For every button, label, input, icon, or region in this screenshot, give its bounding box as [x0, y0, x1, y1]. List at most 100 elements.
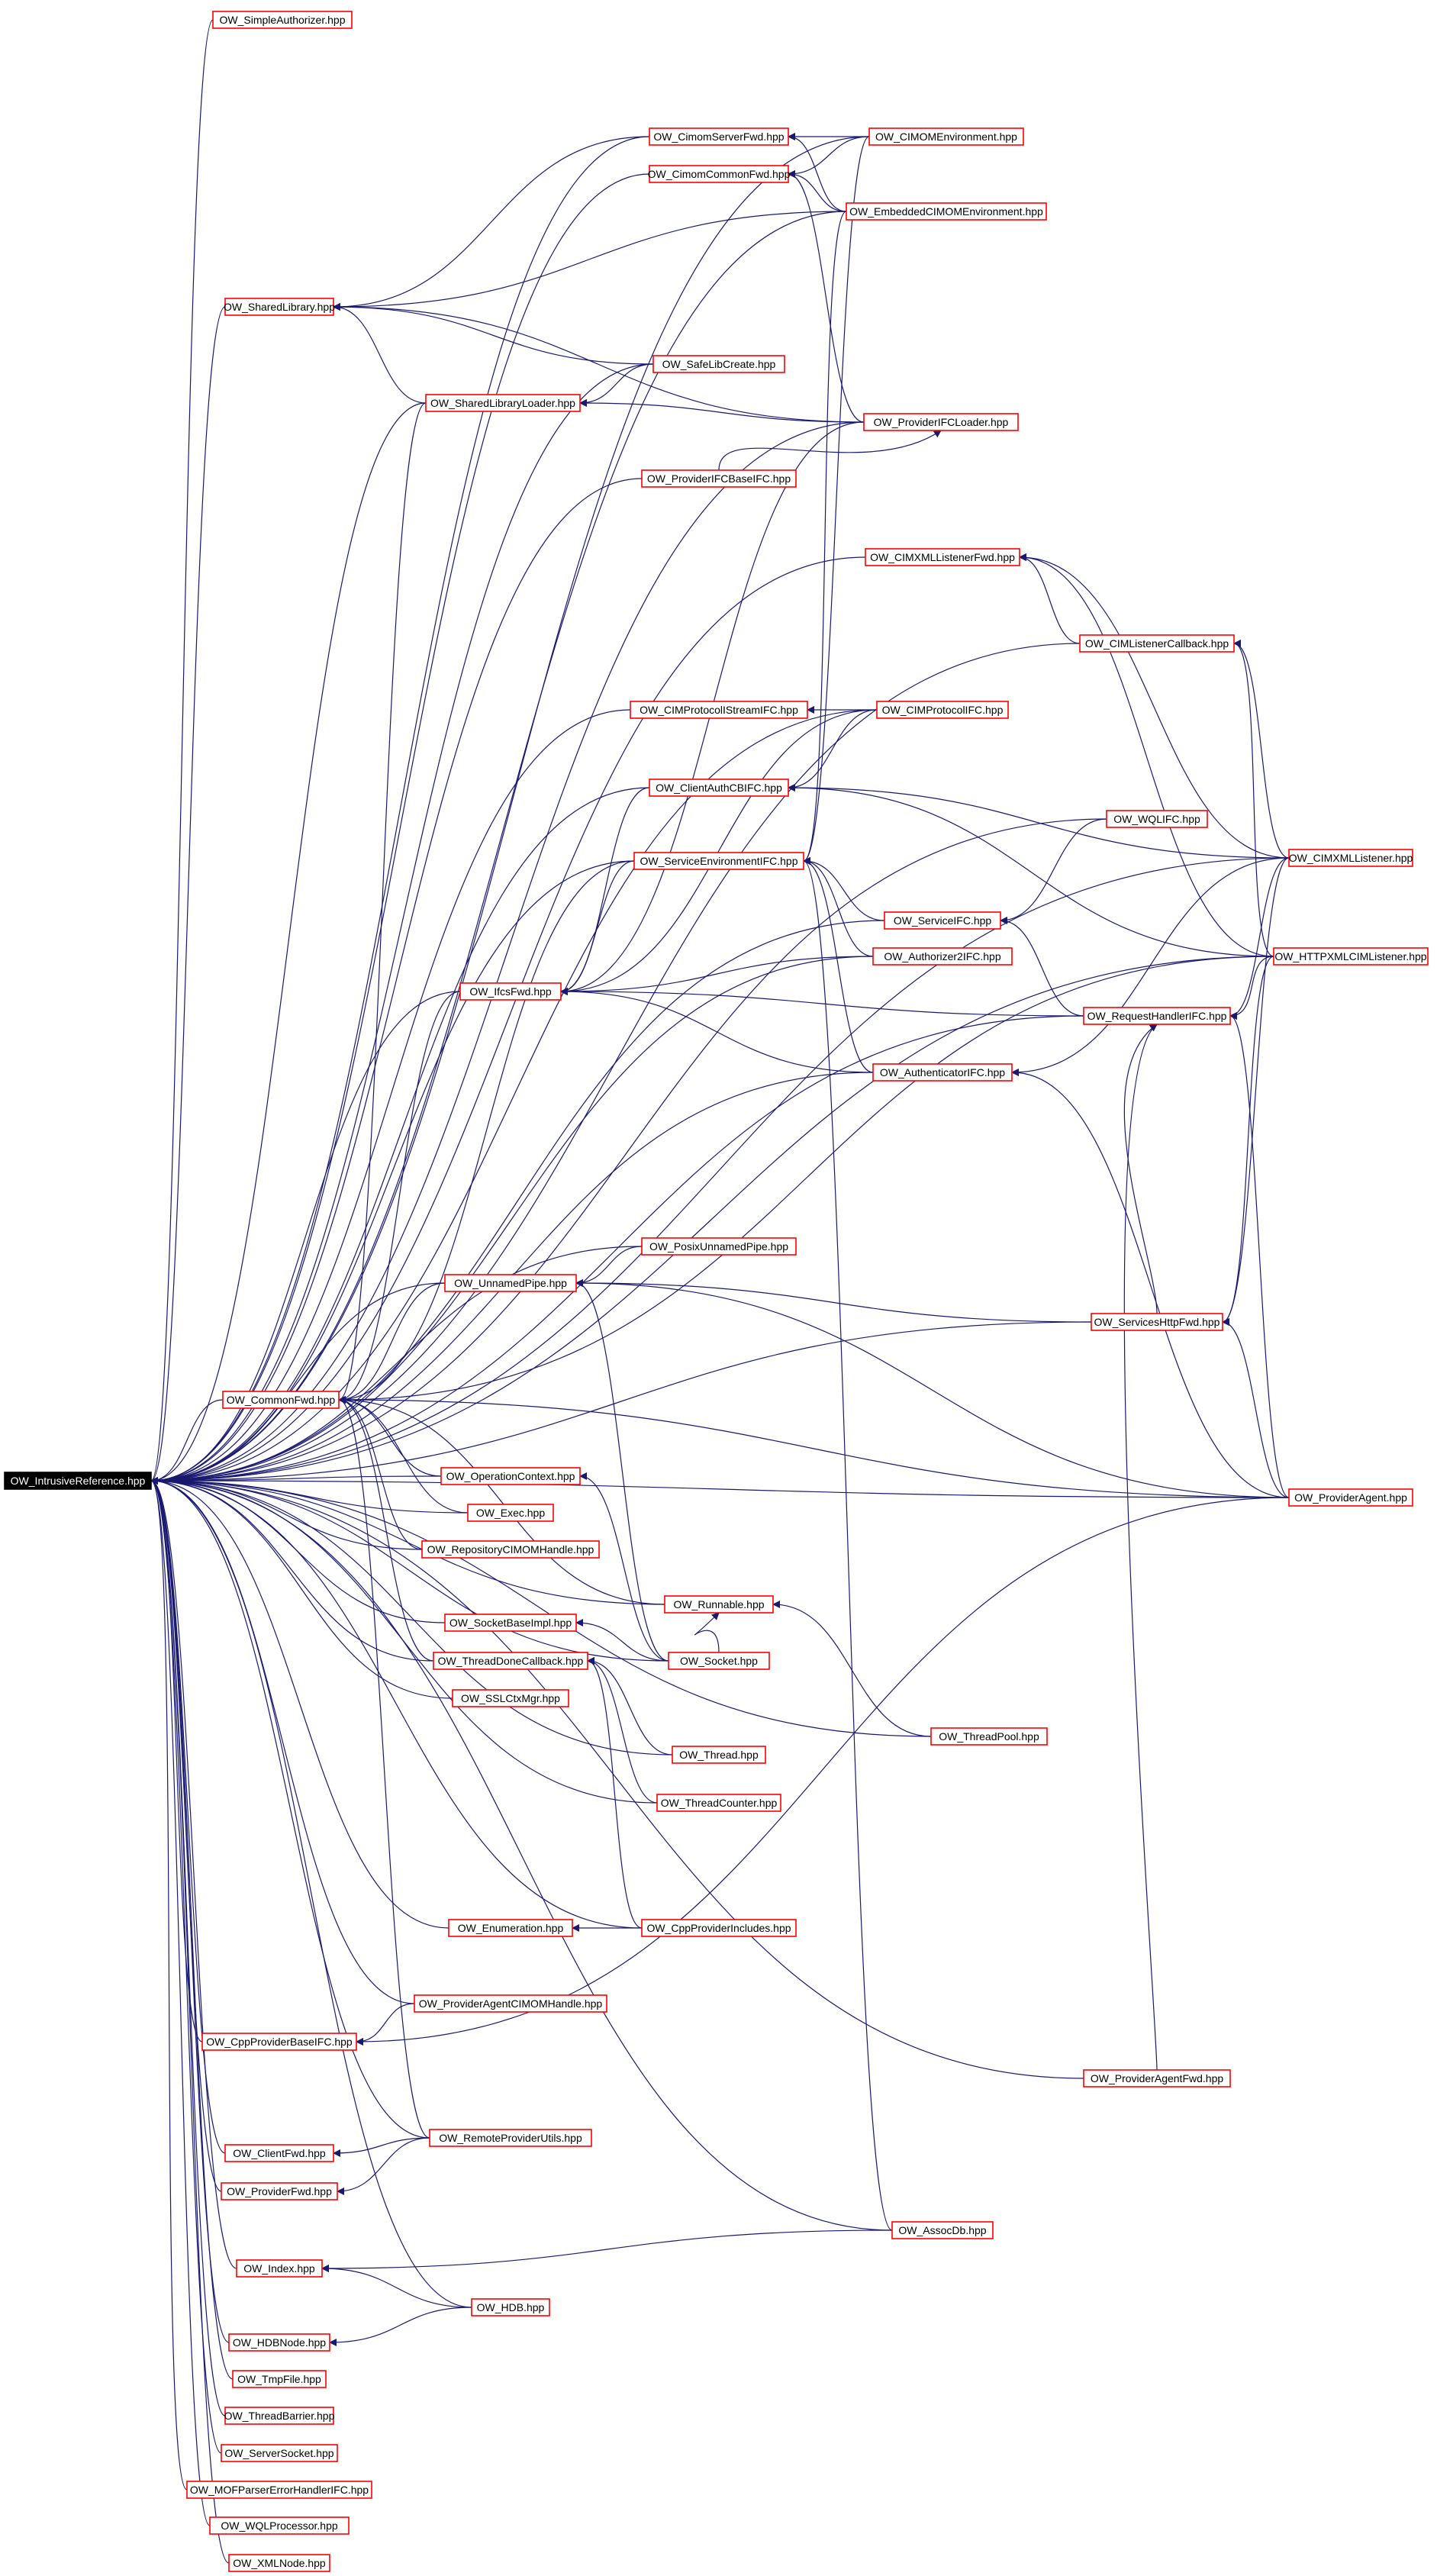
node-clientfwd[interactable]: OW_ClientFwd.hpp [224, 2144, 334, 2162]
node-box[interactable] [414, 1994, 607, 2013]
node-box[interactable] [221, 2444, 338, 2462]
node-box[interactable] [872, 947, 1013, 966]
node-box[interactable] [1288, 849, 1413, 867]
node-provifcloader[interactable]: OW_ProviderIFCLoader.hpp [863, 413, 1019, 431]
node-label[interactable]: OW_XMLNode.hpp [233, 2557, 326, 2569]
node-box[interactable] [1079, 634, 1235, 653]
node-box[interactable] [440, 1467, 581, 1485]
node-label[interactable]: OW_UnnamedPipe.hpp [454, 1277, 567, 1289]
node-opctx[interactable]: OW_OperationContext.hpp [440, 1467, 581, 1485]
node-box[interactable] [656, 1794, 781, 1812]
node-safelib[interactable]: OW_SafeLibCreate.hpp [652, 355, 785, 373]
node-cimlistenercb[interactable]: OW_CIMListenerCallback.hpp [1079, 634, 1235, 653]
node-box[interactable] [221, 2182, 338, 2200]
node-label[interactable]: OW_SocketBaseImpl.hpp [449, 1617, 572, 1629]
node-box[interactable] [209, 2516, 350, 2535]
node-sslctx[interactable]: OW_SSLCtxMgr.hpp [452, 1689, 569, 1707]
node-box[interactable] [652, 355, 785, 373]
node-box[interactable] [865, 548, 1020, 566]
node-mofparser[interactable]: OW_MOFParserErrorHandlerIFC.hpp [186, 2481, 372, 2499]
node-threadbarrier[interactable]: OW_ThreadBarrier.hpp [224, 2407, 335, 2425]
node-label[interactable]: OW_ProviderIFCBaseIFC.hpp [647, 472, 791, 485]
node-box[interactable] [930, 1727, 1048, 1746]
node-label[interactable]: OW_Index.hpp [243, 2262, 315, 2275]
root-node[interactable]: OW_IntrusiveReference.hpp [4, 1472, 152, 1490]
node-box[interactable] [630, 701, 808, 719]
node-provagentcimom[interactable]: OW_ProviderAgentCIMOMHandle.hpp [414, 1994, 607, 2013]
node-label[interactable]: OW_ThreadCounter.hpp [661, 1797, 778, 1809]
node-label[interactable]: OW_SharedLibrary.hpp [224, 301, 335, 313]
node-provagent[interactable]: OW_ProviderAgent.hpp [1288, 1488, 1413, 1507]
node-xmlnode[interactable]: OW_XMLNode.hpp [228, 2554, 330, 2572]
node-box[interactable] [1083, 2069, 1231, 2088]
node-box[interactable] [222, 1391, 340, 1409]
node-label[interactable]: OW_AssocDb.hpp [898, 2224, 986, 2236]
node-label[interactable]: OW_ProviderAgentCIMOMHandle.hpp [419, 1997, 603, 2010]
node-box[interactable] [1091, 1313, 1223, 1331]
node-label[interactable]: OW_CIMProtocolIFC.hpp [882, 704, 1004, 716]
node-label[interactable]: OW_ServiceIFC.hpp [894, 914, 992, 927]
node-box[interactable] [641, 469, 797, 488]
node-threaddone[interactable]: OW_ThreadDoneCallback.hpp [433, 1652, 588, 1670]
node-label[interactable]: OW_Socket.hpp [680, 1655, 758, 1667]
node-label[interactable]: OW_Authorizer2IFC.hpp [884, 950, 1000, 962]
node-reqhandler[interactable]: OW_RequestHandlerIFC.hpp [1083, 1007, 1231, 1025]
node-label[interactable]: OW_ServicesHttpFwd.hpp [1094, 1316, 1220, 1328]
node-label[interactable]: OW_MOFParserErrorHandlerIFC.hpp [190, 2484, 369, 2496]
node-label[interactable]: OW_Thread.hpp [679, 1749, 759, 1761]
node-label[interactable]: OW_WQLIFC.hpp [1113, 813, 1200, 825]
node-serviceenv[interactable]: OW_ServiceEnvironmentIFC.hpp [633, 852, 804, 870]
node-label[interactable]: OW_SharedLibraryLoader.hpp [430, 397, 575, 409]
node-box[interactable] [228, 2554, 330, 2572]
node-box[interactable] [224, 2144, 334, 2162]
node-remoteprovutils[interactable]: OW_RemoteProviderUtils.hpp [429, 2129, 592, 2147]
node-label[interactable]: OW_HDBNode.hpp [233, 2336, 326, 2349]
node-cimomcommonfwd[interactable]: OW_CimomCommonFwd.hpp [648, 165, 791, 183]
node-label[interactable]: OW_HTTPXMLCIMListener.hpp [1274, 950, 1426, 962]
node-box[interactable] [425, 394, 581, 412]
node-label[interactable]: OW_RepositoryCIMOMHandle.hpp [427, 1543, 594, 1556]
node-box[interactable] [459, 982, 562, 1001]
node-hdbnode[interactable]: OW_HDBNode.hpp [228, 2333, 330, 2352]
node-label[interactable]: OW_AuthenticatorIFC.hpp [880, 1066, 1005, 1078]
node-label[interactable]: OW_RequestHandlerIFC.hpp [1087, 1010, 1227, 1022]
node-provagentfwd[interactable]: OW_ProviderAgentFwd.hpp [1083, 2069, 1231, 2088]
node-label[interactable]: OW_Enumeration.hpp [458, 1922, 564, 1934]
node-label[interactable]: OW_SSLCtxMgr.hpp [461, 1692, 560, 1704]
node-box[interactable] [429, 2129, 592, 2147]
node-label[interactable]: OW_ProviderIFCLoader.hpp [874, 416, 1009, 428]
node-label[interactable]: OW_ServerSocket.hpp [224, 2447, 333, 2459]
node-wqlifc[interactable]: OW_WQLIFC.hpp [1106, 810, 1208, 828]
node-label[interactable]: OW_CIMProtocolIStreamIFC.hpp [640, 704, 798, 716]
node-box[interactable] [641, 1919, 797, 1937]
node-box[interactable] [664, 1595, 774, 1614]
node-label[interactable]: OW_ServiceEnvironmentIFC.hpp [640, 855, 798, 867]
node-threadcounter[interactable]: OW_ThreadCounter.hpp [656, 1794, 781, 1812]
node-box[interactable] [201, 2033, 357, 2051]
node-wqlproc[interactable]: OW_WQLProcessor.hpp [209, 2516, 350, 2535]
node-label[interactable]: OW_CIMXMLListenerFwd.hpp [870, 551, 1015, 563]
node-label[interactable]: OW_ClientAuthCBIFC.hpp [656, 782, 782, 794]
node-index[interactable]: OW_Index.hpp [236, 2259, 323, 2278]
node-label[interactable]: OW_EmbeddedCIMOMEnvironment.hpp [849, 205, 1043, 218]
node-thread[interactable]: OW_Thread.hpp [672, 1746, 766, 1764]
node-box[interactable] [884, 911, 1001, 930]
node-label[interactable]: OW_ClientFwd.hpp [233, 2147, 326, 2159]
node-label[interactable]: OW_ProviderFwd.hpp [227, 2185, 332, 2197]
node-cimxmllistenerfwd[interactable]: OW_CIMXMLListenerFwd.hpp [865, 548, 1020, 566]
node-box[interactable] [891, 2221, 994, 2239]
node-box[interactable] [236, 2259, 323, 2278]
node-label[interactable]: OW_CIMOMEnvironment.hpp [875, 131, 1017, 143]
node-clientauthcb[interactable]: OW_ClientAuthCBIFC.hpp [649, 779, 789, 797]
node-threadpool[interactable]: OW_ThreadPool.hpp [930, 1727, 1048, 1746]
node-label[interactable]: OW_CimomServerFwd.hpp [653, 131, 784, 143]
node-label[interactable]: OW_SafeLibCreate.hpp [662, 358, 776, 370]
node-box[interactable] [649, 165, 789, 183]
node-sharedlib[interactable]: OW_SharedLibrary.hpp [224, 298, 335, 316]
node-cimomenv[interactable]: OW_CIMOMEnvironment.hpp [868, 127, 1024, 146]
root-node-label[interactable]: OW_IntrusiveReference.hpp [11, 1475, 146, 1487]
node-unnamedpipe[interactable]: OW_UnnamedPipe.hpp [444, 1274, 577, 1292]
node-box[interactable] [444, 1274, 577, 1292]
node-posixpipe[interactable]: OW_PosixUnnamedPipe.hpp [641, 1237, 797, 1256]
node-cimxmllistener[interactable]: OW_CIMXMLListener.hpp [1288, 849, 1413, 867]
